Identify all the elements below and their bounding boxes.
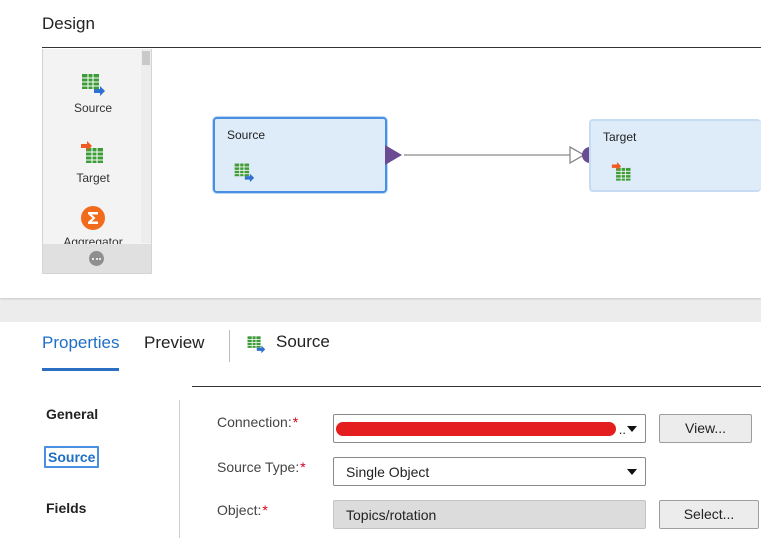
properties-divider xyxy=(192,386,761,387)
tab-divider xyxy=(229,330,230,362)
palette-scrollbar-thumb[interactable] xyxy=(142,51,150,65)
redacted-connection-value xyxy=(336,422,616,436)
source-type-select[interactable]: Single Object xyxy=(333,457,646,486)
source-node-title: Source xyxy=(227,128,266,142)
palette-item-source[interactable]: Source xyxy=(43,71,143,115)
tab-properties[interactable]: Properties xyxy=(42,333,120,352)
chevron-down-icon xyxy=(627,426,637,432)
source-table-icon xyxy=(247,336,266,354)
node-link[interactable] xyxy=(384,140,600,170)
design-panel: Design Source xyxy=(0,0,761,298)
target-table-icon xyxy=(81,141,103,163)
design-divider xyxy=(42,47,761,48)
target-node-title: Target xyxy=(603,130,637,144)
chevron-down-icon xyxy=(627,469,637,475)
sidebar-divider xyxy=(179,400,180,538)
sidebar-item-source[interactable]: Source xyxy=(44,446,100,468)
target-node[interactable]: Target xyxy=(589,119,761,192)
selected-object-title: Source xyxy=(276,332,330,351)
palette-item-label: Target xyxy=(76,171,110,185)
palette-item-aggregator[interactable]: Aggregator xyxy=(43,205,143,249)
object-value: Topics/rotation xyxy=(346,507,437,523)
palette-item-label: Source xyxy=(73,101,113,115)
connection-select[interactable]: .. xyxy=(333,414,646,443)
required-marker: * xyxy=(300,459,306,475)
output-port-icon[interactable] xyxy=(385,145,402,165)
transformation-palette: Source Target Aggregator xyxy=(42,49,152,274)
palette-footer xyxy=(43,244,151,273)
active-tab-indicator xyxy=(42,368,119,371)
source-table-icon xyxy=(234,163,255,183)
source-table-icon xyxy=(82,74,105,96)
sidebar-item-general[interactable]: General xyxy=(46,406,99,422)
source-type-label: Source Type:* xyxy=(217,459,306,475)
properties-panel: Properties Preview Source General Source… xyxy=(0,322,761,538)
connection-label: Connection:* xyxy=(217,414,299,430)
source-type-value: Single Object xyxy=(346,464,430,480)
palette-item-target[interactable]: Target xyxy=(43,141,143,185)
sigma-icon xyxy=(81,206,105,230)
palette-scrollbar[interactable] xyxy=(141,49,151,243)
more-icon[interactable] xyxy=(89,251,104,266)
sidebar-item-fields[interactable]: Fields xyxy=(46,500,87,516)
object-label: Object:* xyxy=(217,502,268,518)
design-title: Design xyxy=(42,14,95,33)
required-marker: * xyxy=(262,502,268,518)
select-object-button[interactable]: Select... xyxy=(659,500,759,529)
required-marker: * xyxy=(292,414,299,430)
target-table-icon xyxy=(611,162,631,181)
arrow-head-icon xyxy=(569,145,586,165)
tab-preview[interactable]: Preview xyxy=(144,333,205,352)
object-field: Topics/rotation xyxy=(333,500,646,529)
view-connection-button[interactable]: View... xyxy=(659,414,752,443)
source-node[interactable]: Source xyxy=(213,117,387,193)
